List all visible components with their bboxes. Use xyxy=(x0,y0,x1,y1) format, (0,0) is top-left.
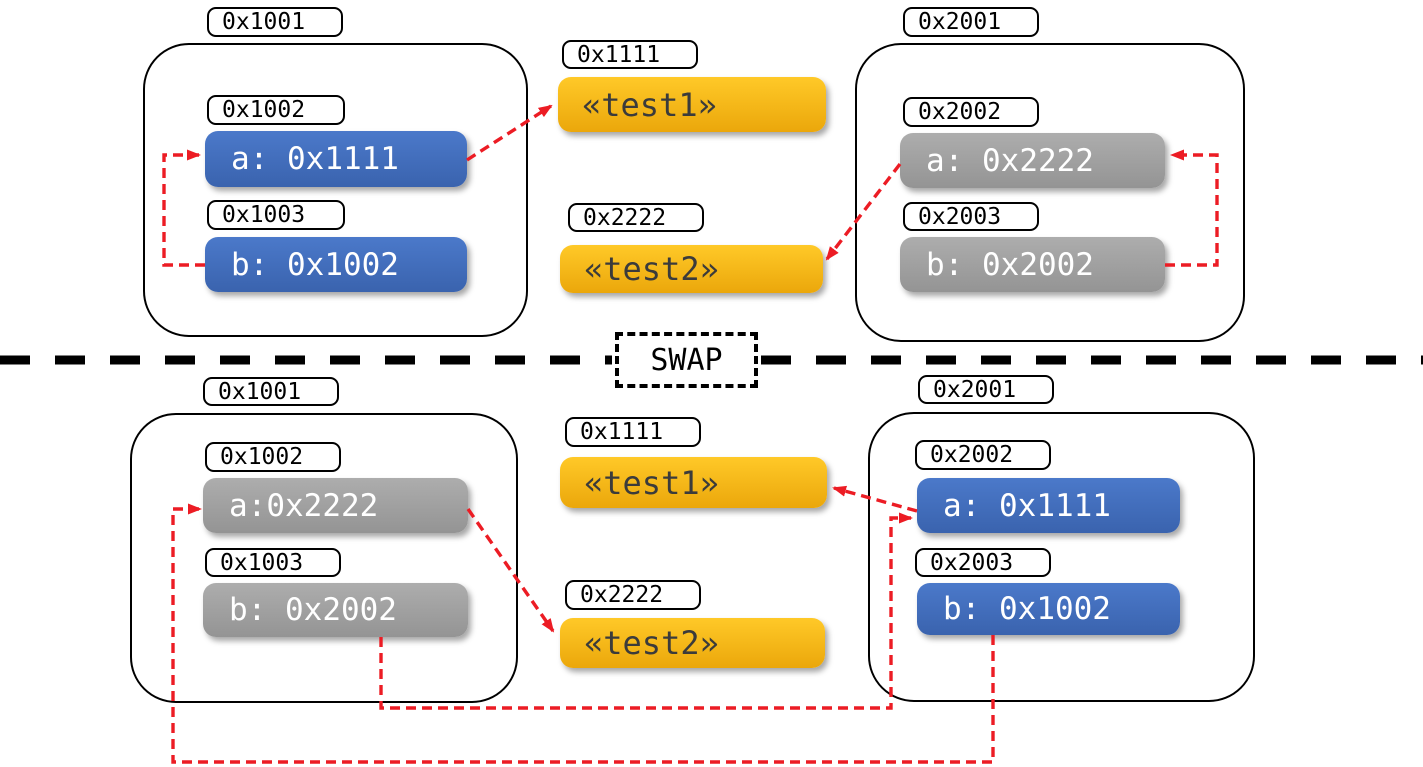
address-label: 0x1001 xyxy=(218,378,302,405)
address-label: 0x1111 xyxy=(577,41,661,68)
slot-value: b: 0x2002 xyxy=(926,246,1094,283)
slot-b-box: b: 0x2002 xyxy=(203,583,468,637)
slot-a-box: a:0x2222 xyxy=(203,478,468,533)
slot-b-box: b: 0x1002 xyxy=(917,583,1180,635)
address-tab: 0x1003 xyxy=(205,548,341,577)
address-label: 0x1003 xyxy=(222,202,306,228)
address-label: 0x2003 xyxy=(930,549,1014,576)
slot-b-box: b: 0x1002 xyxy=(205,237,467,292)
address-tab: 0x2002 xyxy=(915,440,1051,470)
address-label: 0x2002 xyxy=(918,99,1002,125)
slot-value: a: 0x1111 xyxy=(231,141,399,177)
address-tab: 0x1111 xyxy=(565,417,701,447)
address-tab: 0x2001 xyxy=(918,375,1054,404)
address-label: 0x1002 xyxy=(220,444,304,470)
string-box-test1: «test1» xyxy=(558,77,826,132)
address-tab: 0x2002 xyxy=(903,97,1039,127)
address-tab: 0x1111 xyxy=(562,40,698,69)
slot-value: b: 0x2002 xyxy=(229,592,397,628)
string-value: «test1» xyxy=(582,85,717,124)
string-value: «test1» xyxy=(584,463,719,502)
before-object-0x2001 xyxy=(855,43,1245,342)
address-tab: 0x1002 xyxy=(205,442,341,472)
address-label: 0x2001 xyxy=(918,9,1002,35)
slot-a-box: a: 0x2222 xyxy=(900,133,1165,188)
before-object-0x1001 xyxy=(143,43,528,337)
address-tab: 0x2001 xyxy=(903,7,1039,37)
string-box-test1: «test1» xyxy=(560,457,827,508)
address-tab: 0x1001 xyxy=(207,7,343,37)
string-value: «test2» xyxy=(584,624,719,662)
swap-label: SWAP xyxy=(650,342,723,378)
address-label: 0x1111 xyxy=(580,419,664,445)
address-label: 0x1003 xyxy=(220,549,304,576)
address-label: 0x2001 xyxy=(933,376,1017,403)
swap-badge: SWAP xyxy=(615,332,758,388)
address-label: 0x2002 xyxy=(930,442,1014,468)
slot-value: a: 0x2222 xyxy=(926,142,1094,179)
address-tab: 0x2222 xyxy=(568,203,704,232)
address-label: 0x1002 xyxy=(222,97,306,123)
slot-value: a:0x2222 xyxy=(229,487,379,524)
string-value: «test2» xyxy=(584,250,719,288)
address-tab: 0x1003 xyxy=(207,200,345,230)
address-label: 0x1001 xyxy=(222,9,306,35)
address-label: 0x2222 xyxy=(583,204,667,231)
slot-a-box: a: 0x1111 xyxy=(205,131,467,187)
address-tab: 0x2003 xyxy=(903,202,1039,231)
string-box-test2: «test2» xyxy=(560,618,825,668)
address-tab: 0x2222 xyxy=(565,580,701,610)
address-tab: 0x1001 xyxy=(203,377,339,406)
address-label: 0x2003 xyxy=(918,203,1002,230)
slot-a-box: a: 0x1111 xyxy=(917,478,1180,533)
string-box-test2: «test2» xyxy=(560,245,823,293)
slot-b-box: b: 0x2002 xyxy=(900,237,1165,292)
slot-value: b: 0x1002 xyxy=(231,246,399,283)
address-label: 0x2222 xyxy=(580,582,664,608)
slot-value: a: 0x1111 xyxy=(943,487,1111,524)
address-tab: 0x1002 xyxy=(207,95,345,125)
slot-value: b: 0x1002 xyxy=(943,591,1111,627)
address-tab: 0x2003 xyxy=(915,548,1051,577)
